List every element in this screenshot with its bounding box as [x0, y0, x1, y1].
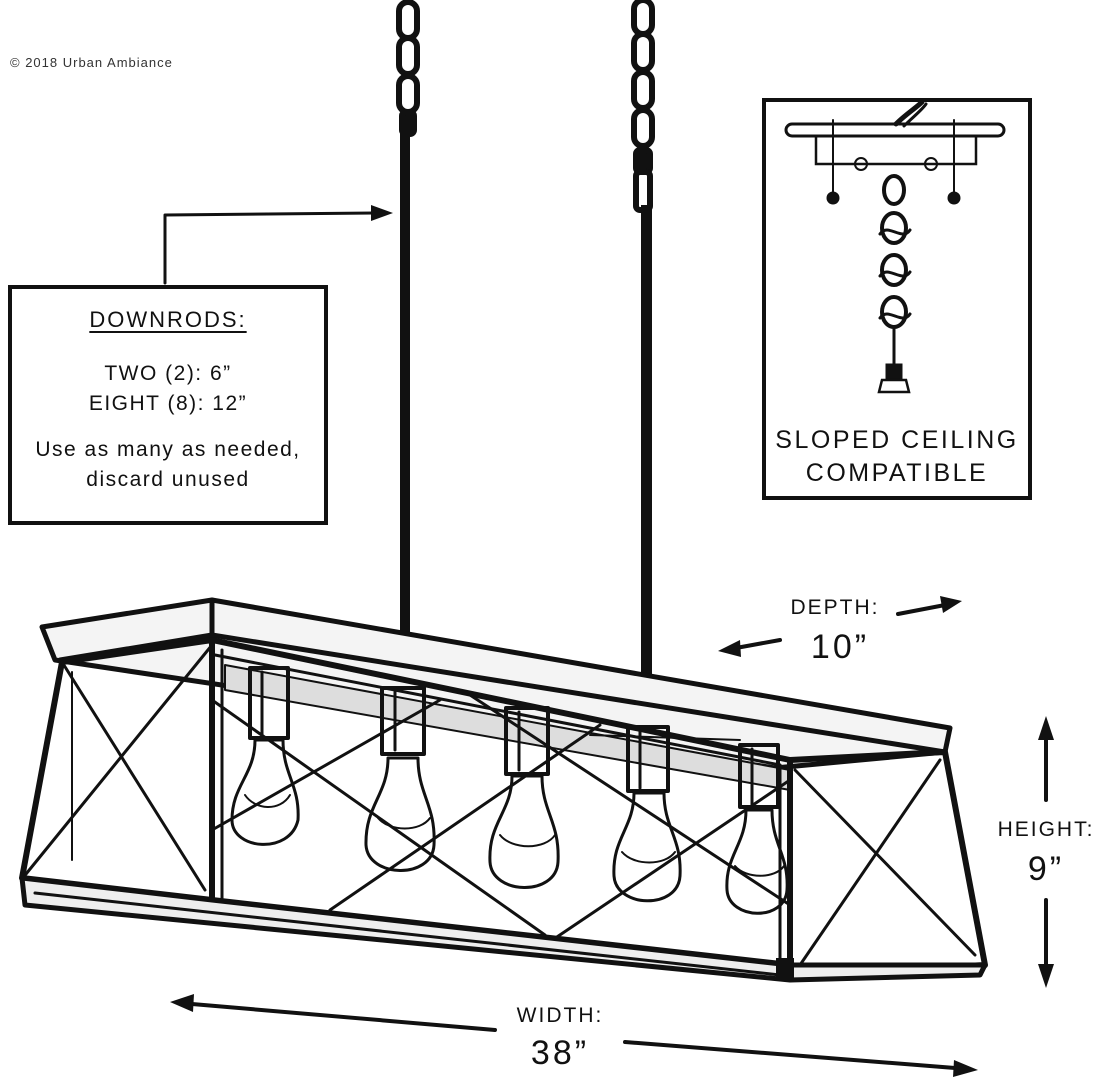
- downrods-note-line-2: discard unused: [86, 468, 250, 491]
- depth-arrow: [718, 596, 962, 657]
- canopy-chain-illustration: [784, 102, 1006, 394]
- downrod-leader-arrow: [163, 205, 393, 285]
- downrods-title: DOWNRODS:: [89, 307, 247, 332]
- height-label-word: HEIGHT:: [997, 818, 1095, 841]
- downrods-six-inch: TWO (2): 6”: [104, 362, 232, 385]
- width-arrow: [170, 994, 978, 1077]
- copyright-notice: © 2018 Urban Ambiance: [10, 55, 173, 70]
- depth-label: DEPTH:: [780, 596, 890, 620]
- width-label: WIDTH:: [505, 1004, 615, 1028]
- downrods-twelve-inch: EIGHT (8): 12”: [88, 392, 248, 415]
- bulb-4: [612, 725, 682, 903]
- downrods-note-line-1: Use as many as needed,: [35, 438, 301, 461]
- downrods-note: Use as many as needed, discard unused: [12, 435, 324, 495]
- sloped-ceiling-line-2: COMPATIBLE: [805, 459, 989, 487]
- height-label: HEIGHT:: [996, 818, 1096, 842]
- depth-value-wrap: 10”: [790, 628, 890, 667]
- depth-label-word: DEPTH:: [790, 596, 880, 619]
- right-downrod: [641, 205, 652, 675]
- height-value-wrap: 9”: [1010, 850, 1082, 889]
- right-chain: [631, 0, 655, 213]
- sloped-ceiling-callout: SLOPED CEILING COMPATIBLE: [762, 98, 1032, 500]
- bulb-5: [725, 743, 789, 915]
- width-value-wrap: 38”: [515, 1034, 605, 1073]
- height-value: 9”: [1027, 850, 1065, 888]
- width-value: 38”: [530, 1034, 590, 1072]
- left-chain: [396, 0, 420, 137]
- bulb-1: [230, 666, 300, 846]
- height-arrow: [1038, 716, 1054, 988]
- depth-value: 10”: [810, 628, 870, 666]
- bulb-3: [488, 706, 560, 889]
- sloped-ceiling-label: SLOPED CEILING COMPATIBLE: [766, 424, 1028, 490]
- bulb-2: [364, 686, 436, 872]
- width-label-word: WIDTH:: [516, 1004, 604, 1027]
- sloped-ceiling-line-1: SLOPED CEILING: [775, 426, 1019, 454]
- downrods-callout: DOWNRODS: TWO (2): 6” EIGHT (8): 12” Use…: [8, 285, 328, 525]
- left-downrod: [400, 130, 410, 635]
